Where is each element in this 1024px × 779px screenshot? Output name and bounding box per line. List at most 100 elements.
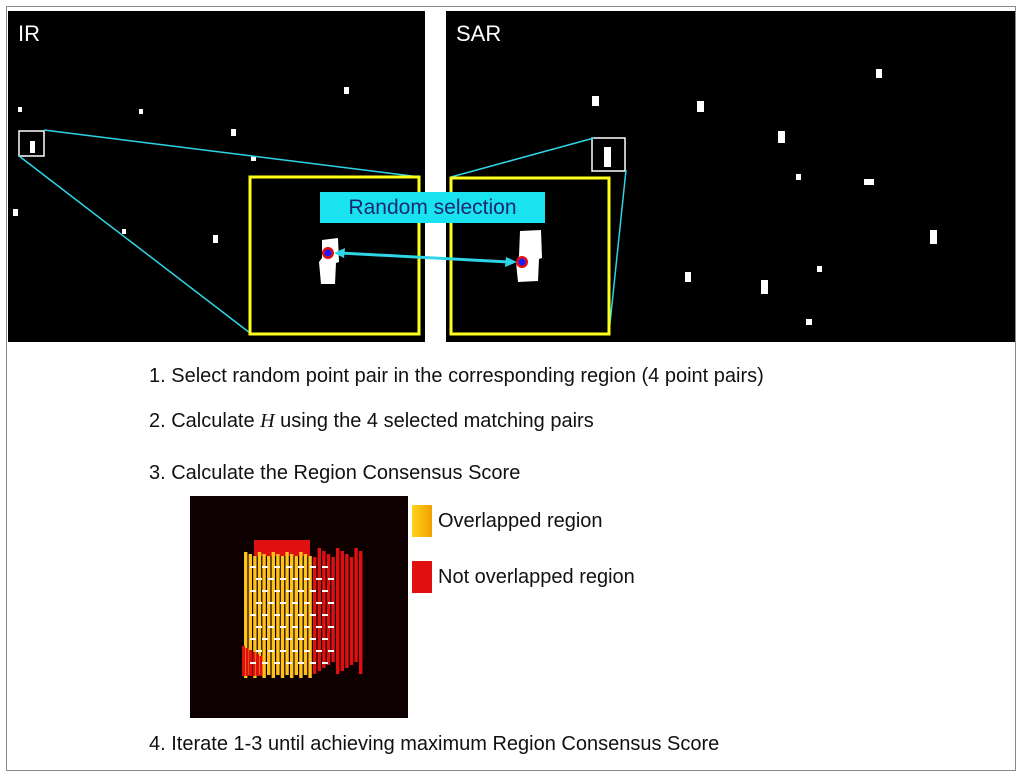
non-overlap-stripe xyxy=(336,548,340,674)
ir-source-box xyxy=(18,130,45,157)
ir-blob xyxy=(18,107,22,112)
score-dash xyxy=(262,638,268,640)
score-dash xyxy=(280,602,286,604)
step-4: 4. Iterate 1-3 until achieving maximum R… xyxy=(149,733,720,755)
correspondence-arrow-head-right xyxy=(505,257,517,267)
score-dash xyxy=(262,662,268,664)
overlapped-swatch xyxy=(412,505,432,537)
score-dash xyxy=(268,626,274,628)
score-dash xyxy=(310,662,316,664)
score-dash xyxy=(292,602,298,604)
score-dash xyxy=(298,662,304,664)
sar-blob xyxy=(685,272,691,282)
score-dash xyxy=(250,614,256,616)
sar-blob xyxy=(761,280,768,294)
non-overlap-stripe xyxy=(349,557,354,665)
score-dash xyxy=(268,578,274,580)
score-dash xyxy=(304,650,310,652)
non-overlap-stripe xyxy=(359,551,363,674)
score-dash xyxy=(268,602,274,604)
score-dash xyxy=(316,602,322,604)
score-dash xyxy=(292,626,298,628)
sar-blob xyxy=(592,96,599,106)
ir-blob xyxy=(251,156,256,161)
score-dash xyxy=(286,566,292,568)
score-dash xyxy=(280,626,286,628)
score-dash xyxy=(316,578,322,580)
score-dash xyxy=(250,566,256,568)
non-overlap-stripe xyxy=(245,648,249,676)
overlap-stripe xyxy=(271,552,275,678)
step-1: 1. Select random point pair in the corre… xyxy=(149,365,764,387)
score-dash xyxy=(274,590,280,592)
step-3: 3. Calculate the Region Consensus Score xyxy=(149,462,521,484)
sar-blob xyxy=(796,174,801,180)
overlap-stripe xyxy=(244,552,248,678)
score-dash xyxy=(274,662,280,664)
score-image-background xyxy=(190,496,408,718)
score-dash xyxy=(274,638,280,640)
step-2-prefix: 2. Calculate xyxy=(149,410,261,432)
sar-source-box xyxy=(591,137,626,172)
score-dash xyxy=(298,638,304,640)
score-dash xyxy=(298,566,304,568)
score-dash xyxy=(322,662,328,664)
score-dash xyxy=(322,590,328,592)
step-2: 2. Calculate H using the 4 selected matc… xyxy=(149,410,594,433)
sar-selected-point-core xyxy=(518,258,526,266)
non-overlap-stripe xyxy=(259,656,263,676)
score-dash xyxy=(256,602,262,604)
score-dash xyxy=(280,650,286,652)
score-dash xyxy=(292,578,298,580)
homography-symbol: H xyxy=(260,410,275,432)
score-dash xyxy=(250,638,256,640)
score-dash xyxy=(328,602,334,604)
sar-zoom-blob xyxy=(516,230,542,282)
score-dash xyxy=(310,590,316,592)
overlap-stripe xyxy=(257,552,262,675)
score-dash xyxy=(262,566,268,568)
sar-blob xyxy=(876,69,882,78)
correspondence-arrow-shaft xyxy=(339,251,511,264)
score-dash xyxy=(310,638,316,640)
not-overlapped-label: Not overlapped region xyxy=(438,566,635,588)
score-dash xyxy=(304,602,310,604)
ir-blob xyxy=(13,209,18,216)
score-dash xyxy=(262,614,268,616)
score-dash xyxy=(310,614,316,616)
overlap-stripe xyxy=(253,556,257,678)
non-overlap-stripe xyxy=(354,548,358,662)
score-dash xyxy=(274,566,280,568)
non-overlap-stripe xyxy=(256,654,259,676)
sar-blobs xyxy=(591,69,937,325)
sar-blob xyxy=(778,131,785,143)
score-dash xyxy=(304,578,310,580)
ir-blob xyxy=(231,129,236,136)
overlap-stripe xyxy=(280,556,285,678)
non-overlap-stripe xyxy=(345,554,349,668)
region-consensus-image xyxy=(190,496,408,718)
correspondence-arrow-head-left xyxy=(334,248,345,258)
score-dash xyxy=(268,650,274,652)
score-dash xyxy=(286,662,292,664)
score-dash xyxy=(262,590,268,592)
score-dash xyxy=(328,626,334,628)
score-dash xyxy=(316,626,322,628)
not-overlapped-swatch xyxy=(412,561,432,593)
score-dash xyxy=(256,578,262,580)
sar-blob xyxy=(806,319,812,325)
score-dash xyxy=(280,578,286,580)
score-dash xyxy=(298,590,304,592)
ir-selected-point-core xyxy=(324,249,332,257)
score-dash xyxy=(286,590,292,592)
sar-leader-line-top xyxy=(450,137,595,178)
non-overlap-stripe xyxy=(326,554,331,665)
random-selection-banner: Random selection xyxy=(320,192,545,223)
score-dash xyxy=(322,566,328,568)
non-overlap-stripe xyxy=(322,551,326,668)
ir-leader-line-top xyxy=(43,129,421,178)
sar-blob xyxy=(864,179,874,185)
step-2-suffix: using the 4 selected matching pairs xyxy=(274,410,594,432)
score-dash xyxy=(274,614,280,616)
